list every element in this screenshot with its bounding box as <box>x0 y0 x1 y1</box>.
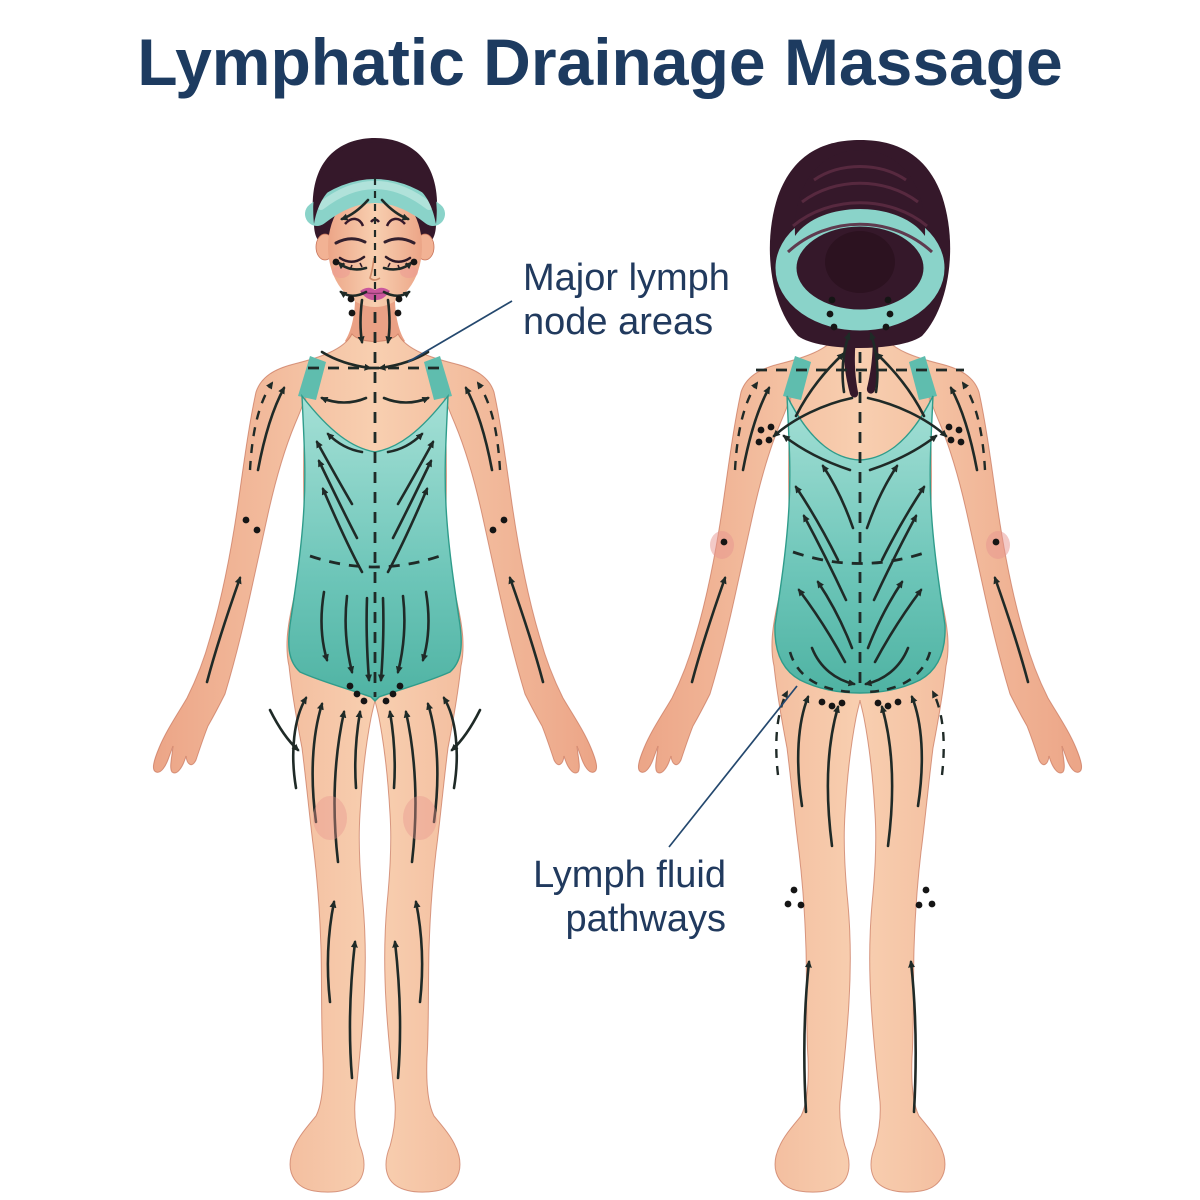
page-title: Lymphatic Drainage Massage <box>137 25 1063 99</box>
front-figure-illustration <box>152 138 598 1193</box>
back-elbow-blush <box>710 531 1010 559</box>
back-head <box>769 140 951 398</box>
callout-lines <box>407 300 798 848</box>
label-major-lymph-nodes-line2: node areas <box>523 301 714 344</box>
label-lymph-pathways-line1: Lymph fluid <box>533 854 726 896</box>
back-figure-illustration <box>637 140 1083 1193</box>
front-lymph-flow-arrows <box>205 198 545 1080</box>
back-swimsuit <box>774 356 946 694</box>
callout-line-major-lymph-nodes <box>407 300 513 363</box>
front-dashed-guides <box>248 178 502 697</box>
label-major-lymph-nodes-line1: Major lymph <box>523 257 730 299</box>
back-dashed-guides <box>733 352 987 776</box>
front-knee-blush <box>313 796 437 840</box>
callout-line-lymph-pathways <box>668 685 798 848</box>
front-lymph-node-dots <box>242 258 508 705</box>
back-lymph-flow-arrows <box>690 332 1030 1114</box>
label-lymph-pathways-line2: pathways <box>565 898 726 941</box>
back-lymph-node-dots <box>720 296 1000 909</box>
label-lymph-pathways: Lymph fluid pathways <box>470 853 726 941</box>
label-major-lymph-nodes: Major lymph node areas <box>523 256 783 344</box>
